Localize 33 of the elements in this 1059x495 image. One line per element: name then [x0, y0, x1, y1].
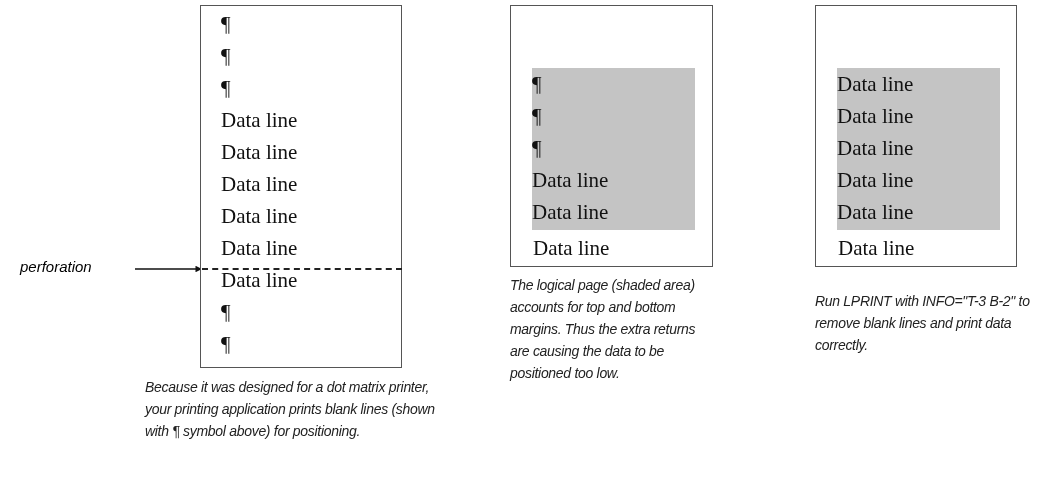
pilcrow-mark: ¶ [221, 75, 231, 102]
pilcrow-mark: ¶ [532, 135, 542, 162]
data-line-text: Data line [532, 167, 609, 194]
pilcrow-mark: ¶ [221, 11, 231, 38]
shaded-logical-page [532, 68, 695, 230]
data-line-text: Data line [221, 171, 298, 198]
data-line-text: Data line [533, 235, 610, 262]
data-line-text: Data line [837, 135, 914, 162]
data-line-text: Data line [221, 107, 298, 134]
page-frame [200, 5, 402, 368]
caption: Run LPRINT with INFO="T-3 B-2" to remove blank lines and print data correctly. [815, 292, 1031, 355]
data-line-text: Data line [221, 267, 298, 294]
pilcrow-mark: ¶ [221, 331, 231, 358]
perforation-label: perforation [20, 258, 120, 280]
caption: The logical page (shaded area) accounts for top and bottom margins. Thus the extra returns are causing the data to be positioned too low. [510, 276, 697, 383]
data-line-text: Data line [837, 167, 914, 194]
pilcrow-mark: ¶ [221, 43, 231, 70]
pilcrow-mark: ¶ [532, 71, 542, 98]
data-line-text: Data line [837, 103, 914, 130]
perforation-line [202, 268, 402, 270]
caption: Because it was designed for a dot matrix printer, your printing application prints blank lines (shown with ¶ symbol above) for positioning. [145, 378, 436, 441]
data-line-text: Data line [221, 235, 298, 262]
shaded-logical-page [837, 68, 1000, 230]
pilcrow-mark: ¶ [532, 103, 542, 130]
data-line-text: Data line [837, 199, 914, 226]
data-line-text: Data line [221, 139, 298, 166]
data-line-text: Data line [838, 235, 915, 262]
data-line-text: Data line [837, 71, 914, 98]
data-line-text: Data line [221, 203, 298, 230]
data-line-text: Data line [532, 199, 609, 226]
pilcrow-mark: ¶ [221, 299, 231, 326]
page-frame [510, 5, 713, 267]
page-frame [815, 5, 1017, 267]
